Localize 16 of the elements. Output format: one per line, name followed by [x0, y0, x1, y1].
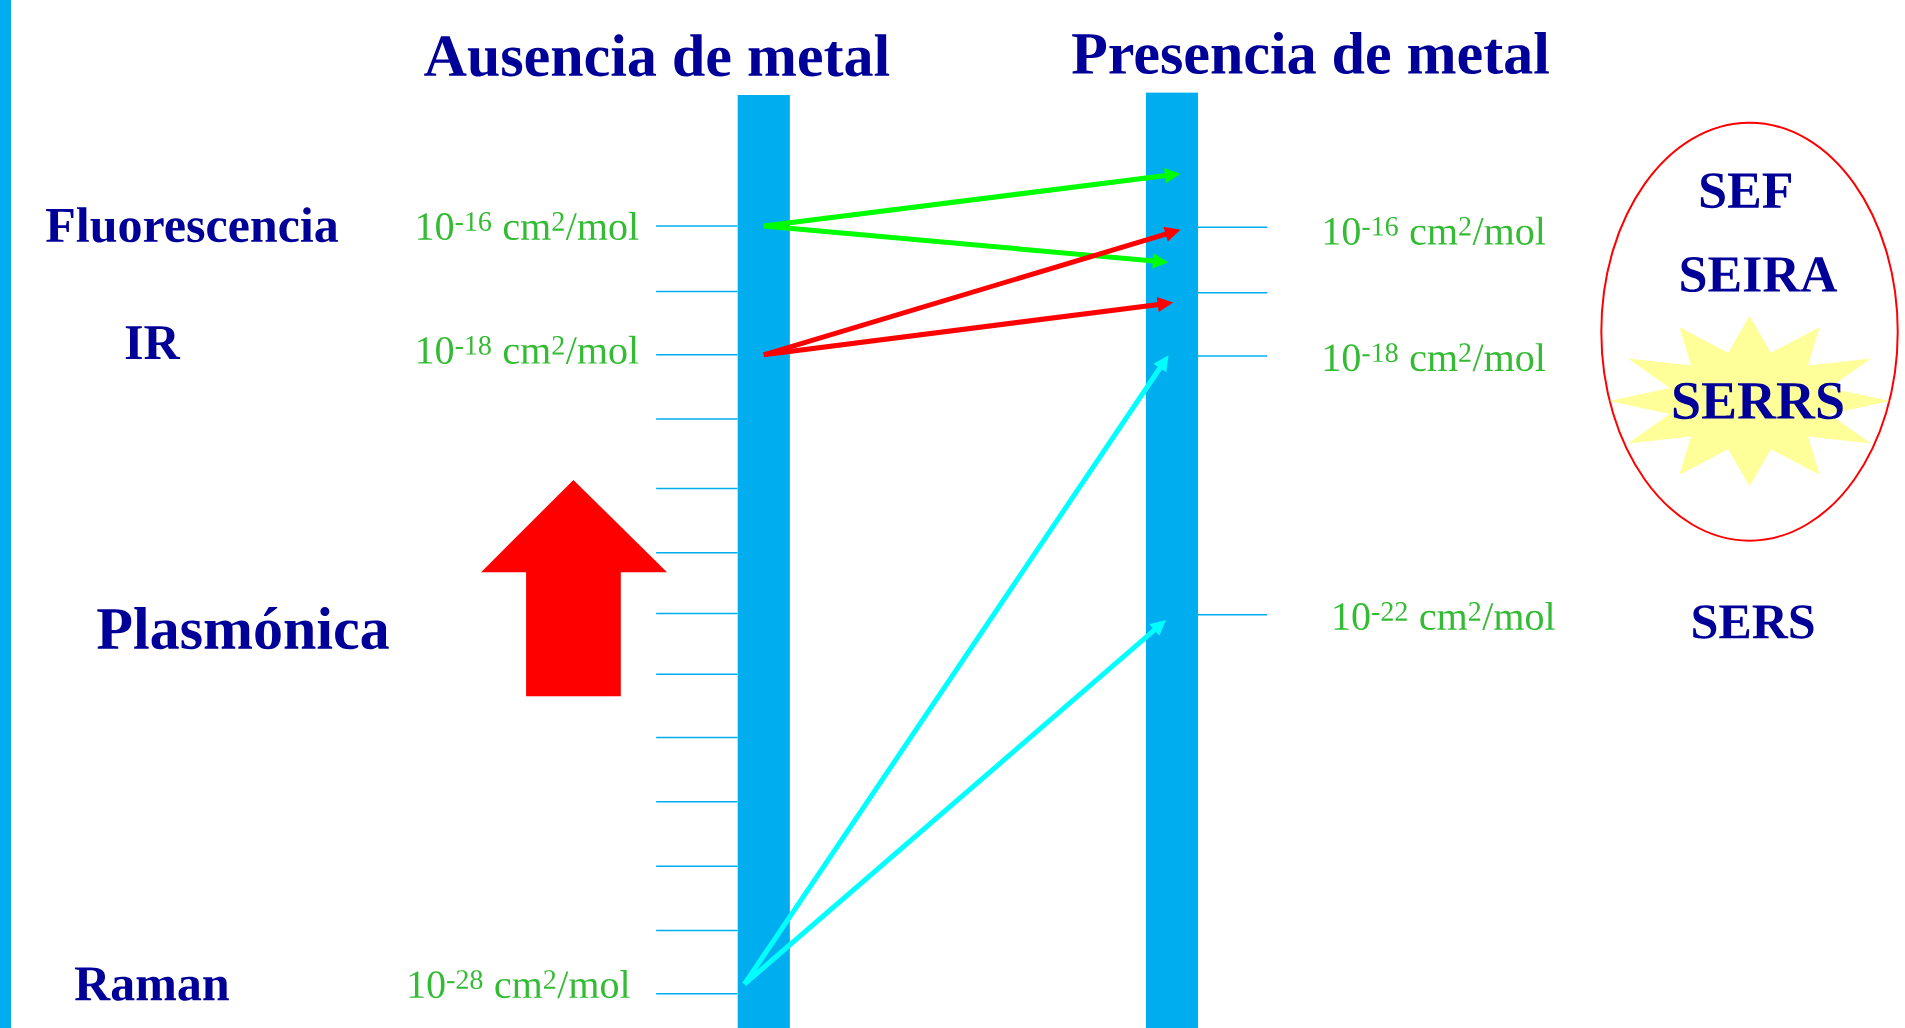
method-label: IR — [125, 326, 181, 359]
method-label: Plasmónica — [97, 606, 389, 650]
value-label: 10$^{-18}$ cm$^{2}$/mol — [418, 335, 639, 364]
value-label: 10$^{-16}$ cm$^{2}$/mol — [418, 211, 639, 241]
value-label: 10$^{-28}$ cm$^{2}$/mol — [409, 970, 630, 999]
method-label: Raman — [74, 967, 229, 1001]
method-label: SERS — [1693, 605, 1814, 639]
value-label: 10$^{-18}$ cm$^{2}$/mol — [1324, 343, 1546, 372]
column-bar — [737, 95, 790, 1028]
value-label: 10$^{-16}$ cm$^{2}$/mol — [1324, 216, 1546, 245]
column-heading: Ausencia de metal — [424, 34, 890, 77]
column-bar — [1145, 92, 1199, 1028]
column-heading: Presencia de metal — [1072, 31, 1549, 75]
starburst: SERRS — [1609, 315, 1890, 487]
method-label: Fluorescencia — [46, 207, 338, 243]
value-label: 10$^{-22}$ cm$^{2}$/mol — [1334, 601, 1555, 631]
